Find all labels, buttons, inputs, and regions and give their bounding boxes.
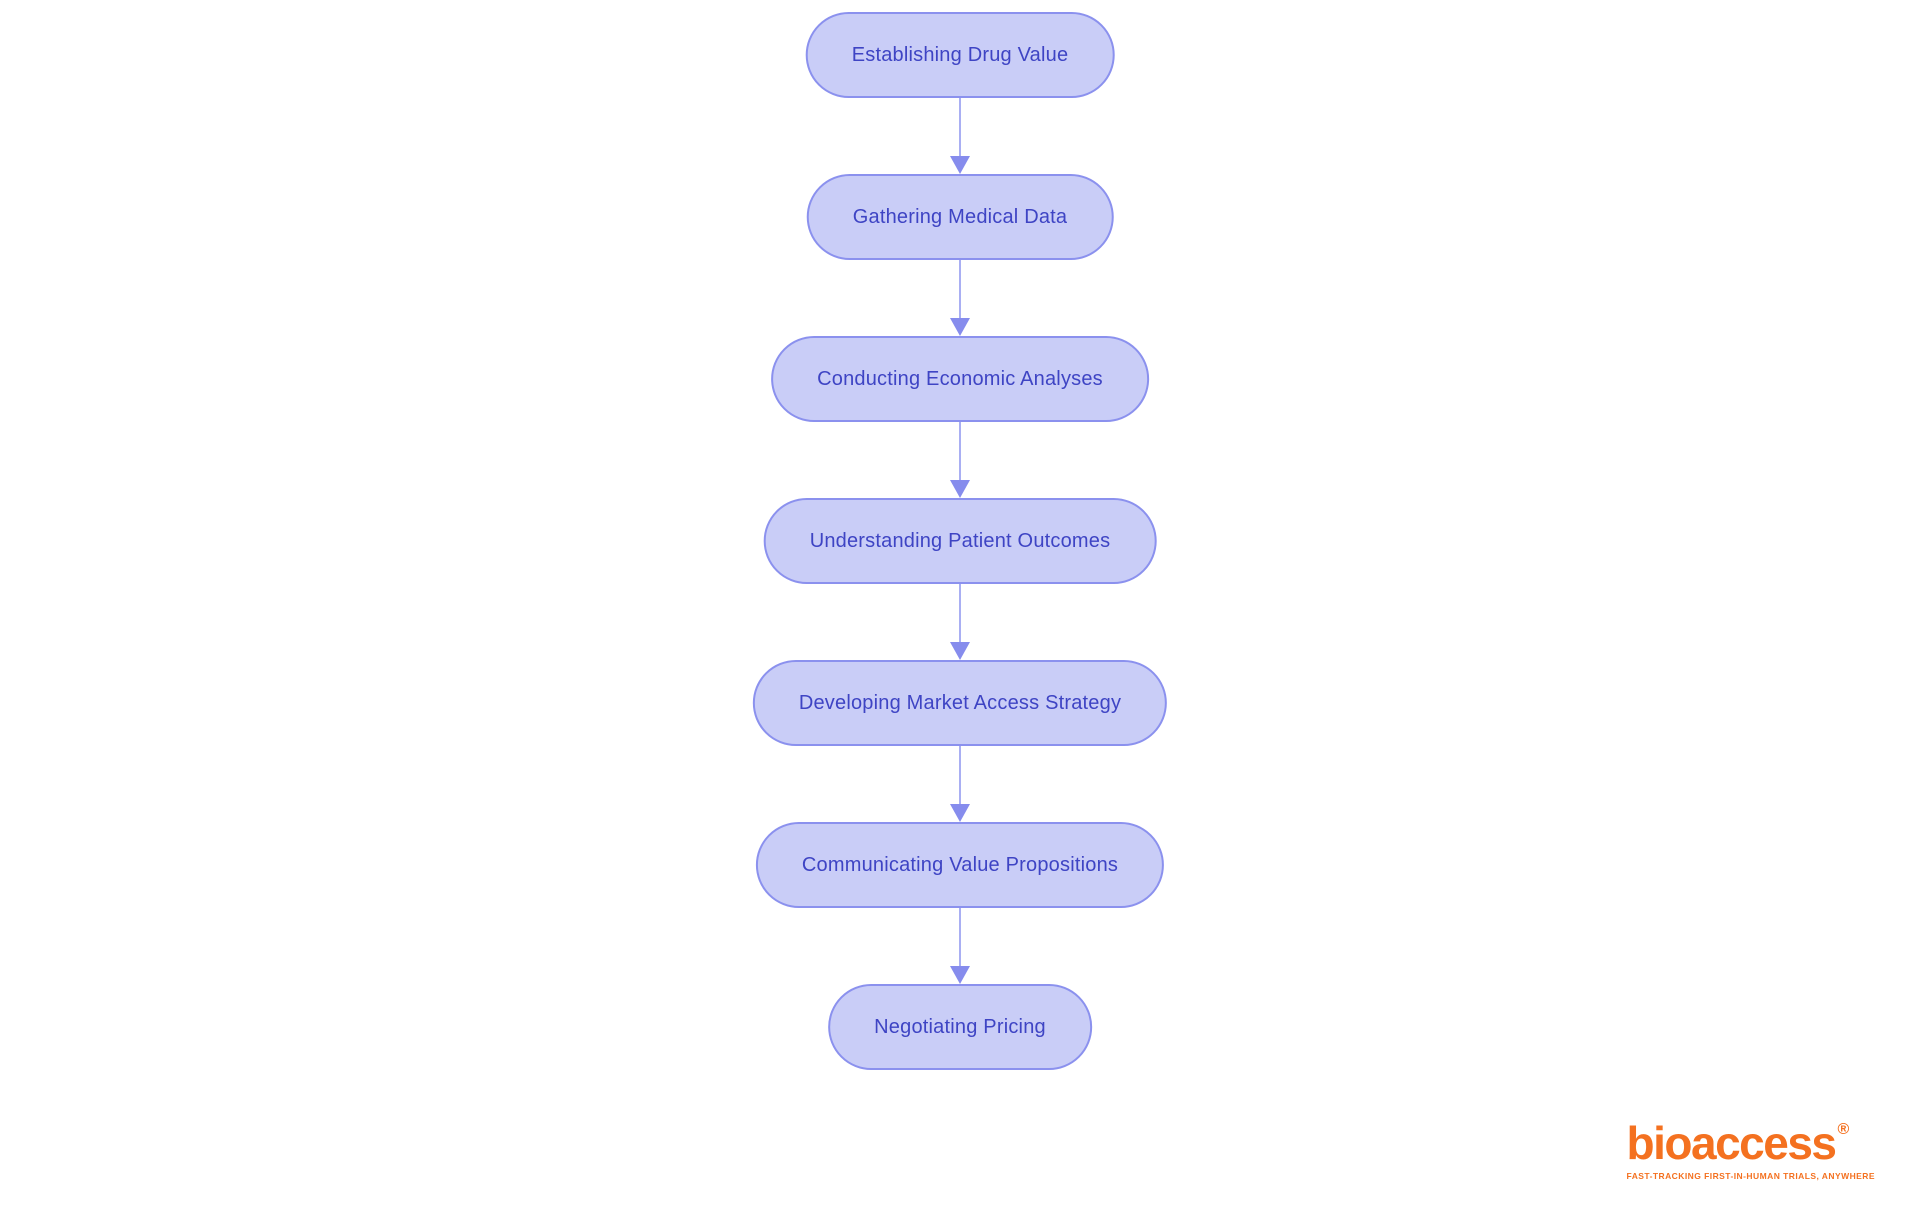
flow-node-communicating-value-propositions: Communicating Value Propositions (755, 822, 1165, 908)
bioaccess-logo: bioaccess ® FAST-TRACKING FIRST-IN-HUMAN… (1627, 1120, 1875, 1181)
arrow-stem (959, 746, 961, 804)
flow-node-gathering-medical-data: Gathering Medical Data (806, 174, 1114, 260)
bioaccess-wordmark-row: bioaccess ® (1627, 1120, 1850, 1166)
arrow-down-icon (950, 156, 970, 174)
bioaccess-tagline: FAST-TRACKING FIRST-IN-HUMAN TRIALS, ANY… (1626, 1171, 1875, 1181)
arrow-stem (959, 908, 961, 966)
arrow-down-icon (950, 318, 970, 336)
arrow-connector-5 (949, 746, 971, 822)
arrow-connector-4 (949, 584, 971, 660)
bioaccess-wordmark: bioaccess (1626, 1117, 1837, 1169)
arrow-stem (959, 422, 961, 480)
arrow-down-icon (950, 480, 970, 498)
flow-node-conducting-economic-analyses: Conducting Economic Analyses (771, 336, 1149, 422)
arrow-connector-3 (949, 422, 971, 498)
flow-node-developing-market-access-strategy: Developing Market Access Strategy (752, 660, 1168, 746)
flow-node-establishing-drug-value: Establishing Drug Value (805, 12, 1115, 98)
arrow-down-icon (950, 966, 970, 984)
arrow-connector-6 (949, 908, 971, 984)
arrow-down-icon (950, 642, 970, 660)
arrow-stem (959, 260, 961, 318)
arrow-stem (959, 98, 961, 156)
arrow-connector-2 (949, 260, 971, 336)
flow-node-understanding-patient-outcomes: Understanding Patient Outcomes (763, 498, 1157, 584)
arrow-connector-1 (949, 98, 971, 174)
arrow-down-icon (950, 804, 970, 822)
registered-trademark-icon: ® (1837, 1121, 1850, 1138)
arrow-stem (959, 584, 961, 642)
flow-node-negotiating-pricing: Negotiating Pricing (828, 984, 1092, 1070)
